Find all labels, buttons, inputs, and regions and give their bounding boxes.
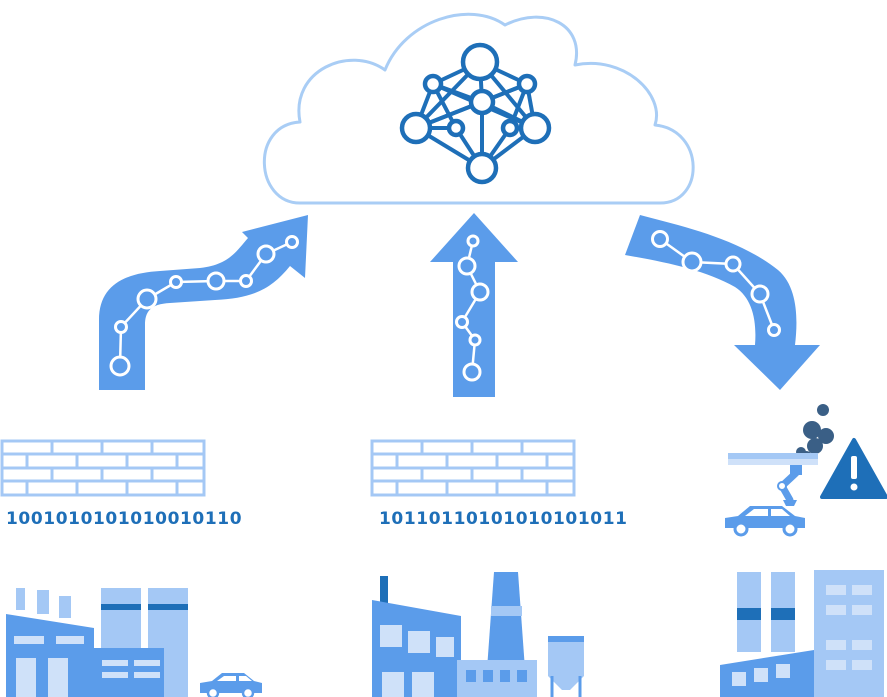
binary-stream-left: 1001010101010010110 xyxy=(6,509,243,529)
upload-arrow-left xyxy=(99,215,308,390)
robot-arm-icon xyxy=(728,453,818,506)
factory-left xyxy=(6,588,188,697)
warning-triangle-icon xyxy=(820,438,887,499)
upload-arrow-center xyxy=(430,213,518,397)
car-icon xyxy=(200,673,262,697)
car-icon xyxy=(725,506,805,537)
factory-right xyxy=(720,570,884,697)
neural-network-nodes xyxy=(399,42,552,185)
brick-wall-icon xyxy=(0,439,206,497)
download-arrow-right xyxy=(625,215,820,390)
factory-center xyxy=(372,572,584,697)
brick-wall-icon xyxy=(370,439,576,497)
binary-stream-center: 10110110101010101011 xyxy=(379,509,628,529)
